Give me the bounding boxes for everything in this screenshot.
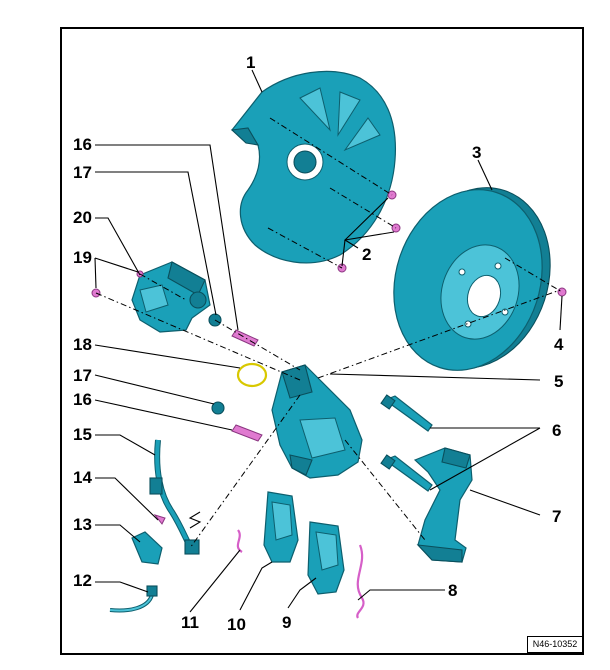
callout-numbers: 1 2 3 4 5 6 7 8 9 10 11 12 13 14 15 16 1… <box>73 53 564 634</box>
brake-disc <box>393 187 551 371</box>
callout-14: 14 <box>73 468 92 487</box>
callout-18: 18 <box>73 335 92 354</box>
callout-6: 6 <box>552 421 561 440</box>
callout-11: 11 <box>181 613 199 632</box>
callout-9: 9 <box>282 613 291 632</box>
anti-rattle-spring-8 <box>356 544 365 619</box>
caliper-housing <box>131 261 211 333</box>
callout-1: 1 <box>246 53 255 72</box>
hose-bracket <box>131 531 163 565</box>
callout-3: 3 <box>472 143 481 162</box>
callout-17-top: 17 <box>73 163 92 182</box>
callout-10: 10 <box>227 615 246 634</box>
callout-12: 12 <box>73 571 92 590</box>
callout-19: 19 <box>73 248 92 267</box>
assembly-lines <box>95 117 563 549</box>
callout-16-bottom: 16 <box>73 390 92 409</box>
anti-rattle-spring-11 <box>236 529 243 553</box>
reference-code: N46-10352 <box>527 636 583 653</box>
seal-ring <box>236 362 268 388</box>
callout-17-bottom: 17 <box>73 366 92 385</box>
carrier-bolts <box>380 394 433 492</box>
callout-15: 15 <box>73 425 92 444</box>
brake-caliper <box>271 364 363 479</box>
callout-2: 2 <box>362 245 371 264</box>
callout-7: 7 <box>552 507 561 526</box>
leader-lines <box>94 69 563 613</box>
callout-13: 13 <box>73 515 92 534</box>
brake-carrier <box>413 447 473 563</box>
callout-5: 5 <box>554 372 563 391</box>
brake-line <box>109 585 158 613</box>
brake-hose <box>149 439 200 555</box>
brake-pad-10 <box>263 491 299 563</box>
brake-pad-9 <box>307 521 345 595</box>
callout-8: 8 <box>448 581 457 600</box>
callout-20: 20 <box>73 208 92 227</box>
callout-4: 4 <box>554 335 564 354</box>
callout-16-top: 16 <box>73 135 92 154</box>
splash-plate <box>230 70 397 264</box>
